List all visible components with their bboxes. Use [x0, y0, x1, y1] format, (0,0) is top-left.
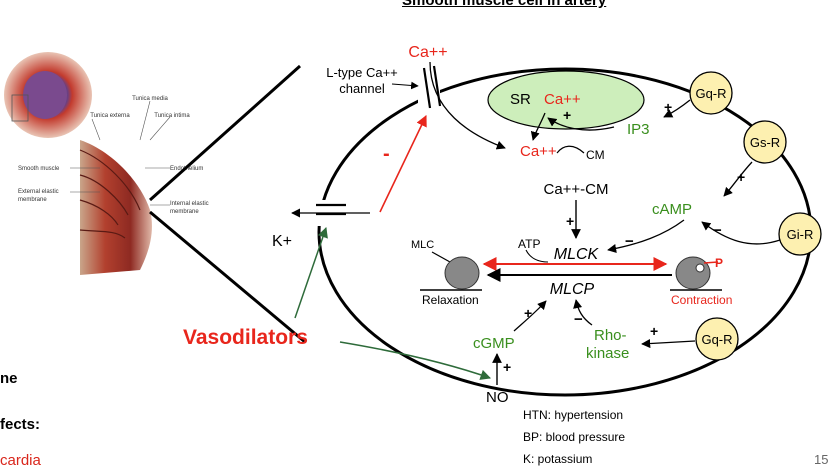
mlc-link	[431, 251, 451, 263]
mlcp-plus-sign: +	[524, 305, 532, 321]
mlck-label: MLCK	[554, 246, 600, 263]
label-internal-elastic-2: membrane	[170, 209, 199, 215]
ip3-label: IP3	[627, 121, 650, 138]
ca-outside-label: Ca++	[408, 44, 447, 61]
mlcp-label: MLCP	[550, 281, 595, 298]
artery-illustration: Tunica media Tunica externa Tunica intim…	[4, 52, 209, 275]
sr-plus-sign: +	[563, 107, 571, 123]
channel-label-2: channel	[339, 81, 385, 96]
rho-kinase-label: Rho-	[594, 327, 627, 344]
red-minus-sign: -	[383, 143, 390, 165]
zoom-line-lower	[149, 210, 306, 344]
page-number: 15	[814, 452, 829, 467]
contraction-label: Contraction	[671, 293, 732, 307]
label-tunica-media: Tunica media	[132, 96, 168, 102]
sr-ca-label: Ca++	[544, 91, 581, 108]
relaxation-label: Relaxation	[422, 293, 479, 307]
myosin-head-relaxed	[444, 256, 480, 290]
label-external-elastic-2: membrane	[18, 197, 47, 203]
atp-curve	[525, 249, 549, 263]
rho-plus-sign: +	[650, 323, 658, 339]
left-text-fragment: fects:	[0, 416, 41, 433]
slide-title: Smooth muscle cell in artery	[402, 0, 607, 9]
k-label: K+	[272, 233, 292, 250]
gq-to-rho-arrow	[641, 338, 696, 349]
mlck-plus-sign: +	[566, 213, 574, 229]
phosphate-label: P	[715, 256, 723, 270]
gi-receptor-label: Gi-R	[787, 227, 814, 242]
mlcp-minus-sign: −	[574, 311, 583, 328]
gi-to-camp-arrow	[701, 221, 781, 245]
camp-label: cAMP	[652, 201, 692, 218]
no-label: NO	[486, 389, 509, 406]
channel-label: L-type Ca++	[326, 65, 398, 80]
gq-receptor-bottom: Gq-R	[695, 317, 739, 361]
myosin-head-contracted	[675, 256, 711, 290]
cgmp-to-mlcp-arrow	[513, 300, 547, 332]
label-tunica-intima: Tunica intima	[154, 113, 190, 119]
ca-influx-arrow	[429, 61, 506, 150]
label-internal-elastic: Internal elastic	[170, 201, 209, 207]
gs-receptor-label: Gs-R	[750, 135, 780, 150]
red-inhibition-arrow	[379, 114, 427, 213]
gq-receptor-top: Gq-R	[689, 71, 733, 115]
mlc-label: MLC	[411, 239, 434, 251]
gi-minus-sign: −	[713, 222, 722, 239]
ca-channel-bar	[422, 67, 432, 109]
gi-receptor: Gi-R	[778, 212, 822, 256]
cm-label: CM	[586, 148, 605, 162]
mlck-minus-sign: −	[625, 233, 634, 250]
artery-lumen	[23, 71, 67, 119]
gs-receptor: Gs-R	[743, 120, 787, 164]
no-plus-sign: +	[503, 359, 511, 375]
zoom-box	[11, 94, 29, 122]
sr-label: SR	[510, 91, 531, 108]
left-text-fragment: ne	[0, 370, 18, 387]
smooth-muscle-bands	[79, 149, 141, 239]
cgmp-label: cGMP	[473, 335, 515, 352]
atp-label: ATP	[518, 237, 540, 251]
ip3-to-sr-arrow	[547, 117, 615, 131]
ip3-plus-sign: +	[664, 99, 672, 115]
label-smooth-muscle: Smooth muscle	[18, 166, 60, 172]
gq-to-ip3-arrow	[663, 99, 691, 118]
legend-bp: BP: blood pressure	[523, 430, 626, 444]
gq-receptor-bottom-label: Gq-R	[701, 332, 732, 347]
phosphate-link	[703, 261, 719, 264]
label-tunica-externa: Tunica externa	[90, 113, 130, 119]
vasodilator-to-k-channel-arrow	[294, 227, 328, 319]
sarcoplasmic-reticulum	[487, 70, 645, 130]
artery-wall	[80, 140, 152, 275]
vasodilators-label: Vasodilators	[183, 326, 308, 349]
vasodilator-to-no-arrow	[339, 341, 491, 380]
gs-to-camp-arrow	[723, 161, 753, 197]
channel-pointer-arrow	[391, 81, 419, 90]
gs-plus-sign: +	[737, 169, 745, 185]
legend-htn: HTN: hypertension	[523, 408, 624, 422]
legend-k: K: potassium	[523, 452, 593, 466]
ca-cm-label: Ca++-CM	[543, 181, 608, 198]
camp-to-mlck-arrow	[607, 219, 685, 253]
sr-release-arrow	[530, 112, 546, 141]
left-text-fragment-red: cardia	[0, 452, 41, 469]
label-external-elastic: External elastic	[18, 189, 59, 195]
rho-to-mlcp-arrow	[573, 299, 593, 326]
cm-binding-curve	[556, 145, 585, 154]
zoom-line-upper	[149, 64, 301, 202]
ca-cytosol-label: Ca++	[520, 143, 557, 160]
rho-kinase-label-2: kinase	[586, 345, 629, 362]
gq-receptor-top-label: Gq-R	[695, 86, 726, 101]
